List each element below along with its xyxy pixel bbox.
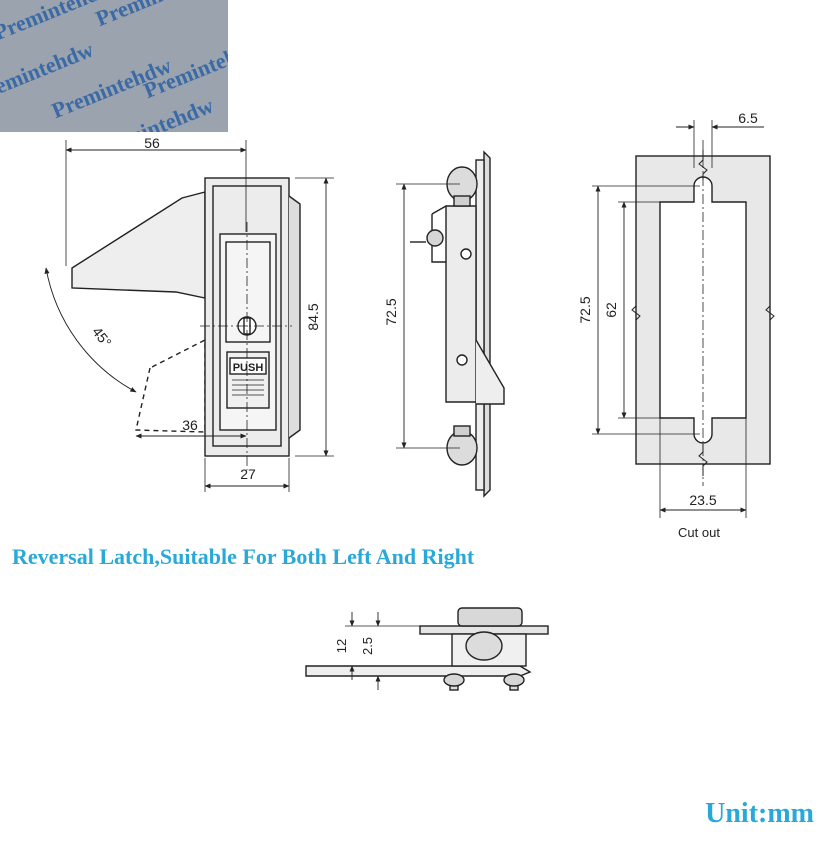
side-dim-72-5-label: 72.5 xyxy=(383,298,399,325)
handle-swing-dashed xyxy=(135,338,206,433)
knob-bottom xyxy=(446,425,478,466)
push-label-box xyxy=(229,357,267,375)
side-body xyxy=(445,205,477,403)
side-cam xyxy=(475,339,505,405)
break-mark xyxy=(765,305,775,321)
latch-tab xyxy=(288,195,301,439)
bottom-plate xyxy=(305,665,532,677)
bottom-view xyxy=(305,607,549,691)
break-mark xyxy=(631,305,641,321)
watermark: Premintehdw Premintehdw Premintehdw Prem… xyxy=(0,0,228,132)
cutout-dim-62-label: 62 xyxy=(603,302,619,318)
front-view xyxy=(44,140,334,492)
unit-label: Unit:mm xyxy=(705,798,814,829)
dim-84-5-label: 84.5 xyxy=(305,303,321,330)
side-flange xyxy=(475,159,485,491)
bottom-cap xyxy=(457,607,523,627)
push-label: PUSH xyxy=(233,362,264,374)
angle-45-label: 45° xyxy=(89,324,115,351)
handle-open xyxy=(71,191,206,299)
cutout-dim-6-5-label: 6.5 xyxy=(738,110,758,126)
side-plate xyxy=(483,150,491,498)
cutout-label: Cut out xyxy=(678,525,720,540)
cutout-view xyxy=(592,120,775,518)
side-view xyxy=(396,150,505,498)
bottom-dim-2-5-label: 2.5 xyxy=(360,637,375,655)
bottom-pin-head xyxy=(443,673,465,687)
trigger-recess xyxy=(225,241,271,343)
bottom-knob xyxy=(465,631,503,661)
caption-reversal-latch: Reversal Latch,Suitable For Both Left An… xyxy=(12,544,475,569)
dim-27-label: 27 xyxy=(240,466,256,482)
bottom-pin-head xyxy=(503,673,525,687)
cutout-dim-23-5-label: 23.5 xyxy=(689,492,716,508)
dim-36-label: 36 xyxy=(182,417,198,433)
bottom-dim-12-label: 12 xyxy=(334,639,349,653)
side-hole xyxy=(460,248,472,260)
knob-top xyxy=(446,166,478,207)
dim-56-label: 56 xyxy=(144,135,160,151)
cutout-dim-72-5-label: 72.5 xyxy=(577,296,593,323)
side-pin xyxy=(426,229,444,247)
side-hole xyxy=(456,354,468,366)
